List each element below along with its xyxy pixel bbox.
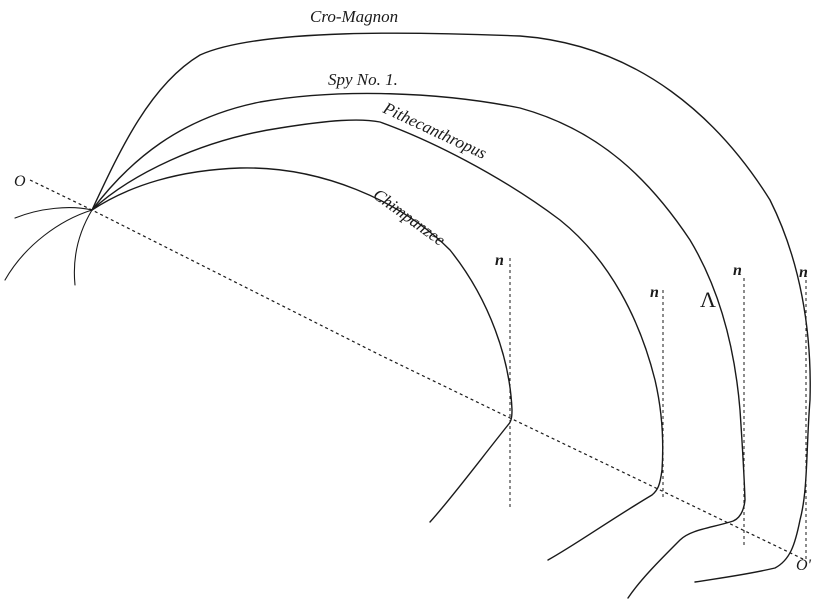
frontal-stub-left-upper	[14, 207, 93, 219]
label-n-chimpanzee: n	[495, 252, 504, 269]
label-cro-magnon: Cro-Magnon	[310, 7, 398, 26]
label-lambda: Λ	[700, 287, 716, 312]
label-n-spy: n	[733, 262, 742, 279]
label-pithecanthropus: Pithecanthropus	[379, 98, 490, 163]
label-spy: Spy No. 1.	[328, 70, 398, 89]
cro-magnon-outline	[91, 32, 811, 583]
chimpanzee-outline	[91, 167, 513, 523]
glabella-inion-baseline	[29, 179, 806, 561]
label-o-end: O'	[796, 557, 812, 574]
pithecanthropus-outline	[91, 119, 664, 561]
label-n-pithecanthropus: n	[650, 284, 659, 301]
frontal-stub-vertical	[73, 209, 93, 286]
label-n-cro-magnon: n	[799, 264, 808, 281]
label-chimpanzee: Chimpanzee	[370, 185, 450, 250]
spy-outline	[91, 92, 746, 599]
frontal-stub-left-lower	[4, 209, 93, 281]
label-o-start: O	[14, 173, 26, 190]
